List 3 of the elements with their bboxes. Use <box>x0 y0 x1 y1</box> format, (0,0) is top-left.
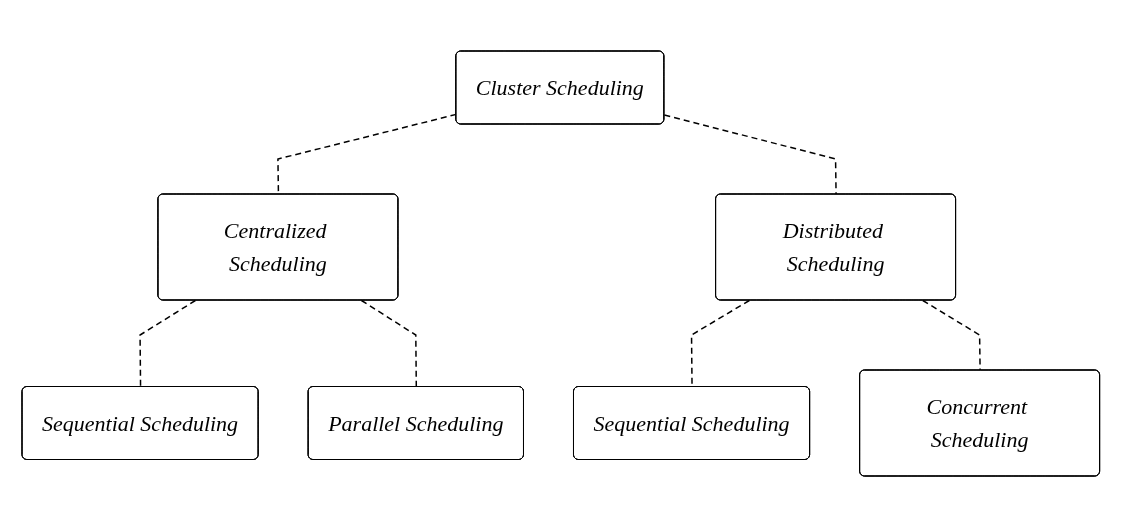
connector <box>663 114 837 196</box>
connector <box>360 299 417 388</box>
connector <box>139 299 196 388</box>
